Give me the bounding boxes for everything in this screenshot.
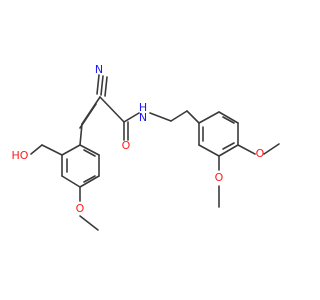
right-upper-methoxy-o-bond (237, 144, 256, 155)
left-ring-bond-3 (61, 175, 81, 188)
molecule-structure-canvas: N H N O HO O O O (12, 63, 280, 231)
amide-o-label: O (122, 139, 131, 152)
left-ring-inner-3 (83, 149, 96, 157)
right-ring-bond-4 (218, 144, 239, 157)
left-ring-bond-6 (79, 144, 100, 156)
nitrile-bond-3 (104, 76, 108, 97)
vinyl-to-ring-bond (79, 123, 83, 146)
carbonyl-to-n-bond (123, 112, 140, 123)
ethyl-bond (170, 110, 188, 122)
right-ring-bond-5 (198, 144, 220, 157)
left-ring-bond-1 (61, 144, 81, 156)
right-lower-methoxy-o-label: O (215, 171, 224, 184)
atom-labels: N H N O HO O O O (12, 63, 265, 215)
hydroxyl-label: HO (12, 149, 29, 162)
right-ring-inner-2 (222, 142, 235, 150)
hydroxymethyl-bond (41, 144, 63, 156)
amide-nh-h-label: H (139, 101, 147, 114)
c-to-carbonyl-bond (99, 96, 125, 123)
right-upper-methoxy-c-bond (263, 143, 280, 155)
amide-n-label: N (139, 111, 147, 124)
left-ring-bond-4 (79, 175, 100, 188)
hydroxy-bond (30, 144, 43, 155)
right-ring-bond-1 (198, 111, 220, 124)
left-methoxy-o-label: O (76, 202, 85, 215)
right-upper-methoxy-o-label: O (256, 147, 265, 160)
n-to-ethyl-bond (149, 112, 172, 122)
left-methoxy-c-bond (79, 215, 99, 231)
nitrile-bond-2 (96, 74, 100, 95)
left-ring-inner-2 (83, 175, 96, 183)
nitrile-n-label: N (95, 63, 103, 76)
nitrile-bond-1 (100, 75, 104, 96)
ethyl-to-ring-bond (186, 110, 200, 124)
right-ring-bond-2 (218, 111, 239, 124)
bonds (30, 74, 280, 231)
right-ring-inner-1 (222, 116, 235, 124)
